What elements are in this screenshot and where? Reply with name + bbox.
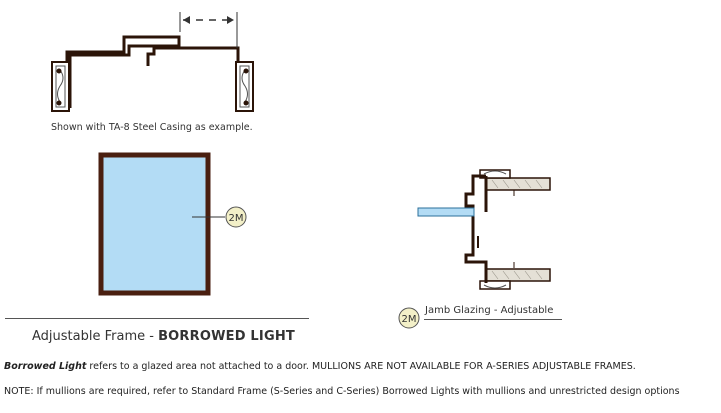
casing-top: [479, 169, 511, 179]
frame-profile-drawing: [51, 12, 254, 112]
description-term: Borrowed Light: [4, 361, 87, 372]
wall-section-top: [485, 177, 551, 191]
casing-bottom: [479, 280, 511, 290]
jamb-glazing-label: Jamb Glazing - Adjustable: [425, 305, 554, 316]
jamb-glazing-detail: [398, 169, 551, 329]
mullion-note: NOTE: If mullions are required, refer to…: [4, 386, 680, 397]
section-title-bold: BORROWED LIGHT: [158, 329, 295, 344]
wall-section-bottom: [485, 268, 551, 282]
elevation-callout-text: 2M: [229, 213, 244, 224]
glass-pane: [417, 207, 475, 217]
jamb-callout-text: 2M: [402, 314, 417, 325]
section-title: Adjustable Frame - BORROWED LIGHT: [32, 329, 295, 344]
left-casing: [51, 61, 70, 112]
jamb-label-underline: [424, 319, 562, 320]
callout-bubble: [225, 206, 247, 228]
section-title-prefix: Adjustable Frame -: [32, 329, 159, 344]
borrowed-light-description: Borrowed Light refers to a glazed area n…: [4, 361, 636, 372]
glazed-panel: [98, 152, 211, 296]
section-divider: [5, 318, 309, 319]
jamb-frame-profile: [464, 174, 488, 283]
adjustment-arrow: [179, 12, 238, 48]
frame-right-section: [146, 46, 244, 110]
description-text: refers to a glazed area not attached to …: [86, 361, 636, 372]
right-casing: [235, 61, 254, 112]
borrowed-light-elevation: [98, 152, 247, 296]
jamb-callout-bubble: [398, 307, 420, 329]
frame-profile-caption: Shown with TA-8 Steel Casing as example.: [51, 122, 253, 133]
